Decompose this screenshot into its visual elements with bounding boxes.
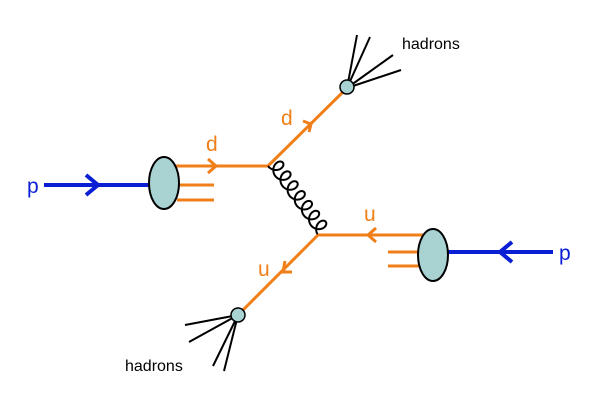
quark-d-incoming: d xyxy=(165,133,268,175)
quark-u-outgoing-label: u xyxy=(258,258,270,281)
quark-u-outgoing-arrow xyxy=(281,260,292,274)
hadron-jet-bottom-line-2 xyxy=(188,314,239,343)
quark-u-outgoing: u xyxy=(236,233,320,317)
spectator-lines-right xyxy=(388,250,420,268)
proton-left-label: p xyxy=(27,175,39,198)
spectator-lines-left xyxy=(177,183,214,202)
hadron-jet-bottom-line-3 xyxy=(212,314,239,367)
hadron-jet-top-line-4 xyxy=(346,69,402,89)
quark-d-incoming-arrow xyxy=(207,157,219,175)
hadron-jet-top-line-2 xyxy=(346,36,371,89)
quark-d-outgoing-line xyxy=(266,86,349,168)
quark-d-outgoing-arrow xyxy=(302,119,313,133)
quark-d-incoming-label: d xyxy=(206,133,218,156)
hadrons-label-bottom: hadrons xyxy=(125,358,183,375)
hadron-blob-top xyxy=(339,79,355,95)
hadron-jet-top-line-3 xyxy=(346,54,394,89)
proton-right-label: p xyxy=(559,242,571,265)
hadron-jet-bottom-line-4 xyxy=(223,314,239,372)
quark-d-outgoing: d xyxy=(266,86,349,168)
quark-u-incoming-arrow xyxy=(365,226,377,244)
hadron-jet-bottom-line-1 xyxy=(184,314,239,326)
proton-blob-right xyxy=(417,228,449,282)
hadron-jet-top: hadrons xyxy=(339,34,460,95)
proton-blob-left xyxy=(148,156,180,210)
quark-u-incoming: u xyxy=(318,203,432,244)
hadron-blob-bottom xyxy=(230,307,246,323)
proton-right-arrow xyxy=(496,240,514,264)
proton-left-arrow xyxy=(84,173,102,197)
hadron-jet-bottom: hadrons xyxy=(125,307,246,375)
quark-u-incoming-label: u xyxy=(364,203,376,226)
proton-right: p xyxy=(448,240,571,265)
proton-left: p xyxy=(27,173,150,198)
gluon xyxy=(267,160,328,236)
quark-u-outgoing-line xyxy=(236,233,320,317)
hadrons-label-top: hadrons xyxy=(402,36,460,53)
quark-d-outgoing-label: d xyxy=(281,107,293,130)
hadron-jet-top-line-1 xyxy=(346,34,358,89)
